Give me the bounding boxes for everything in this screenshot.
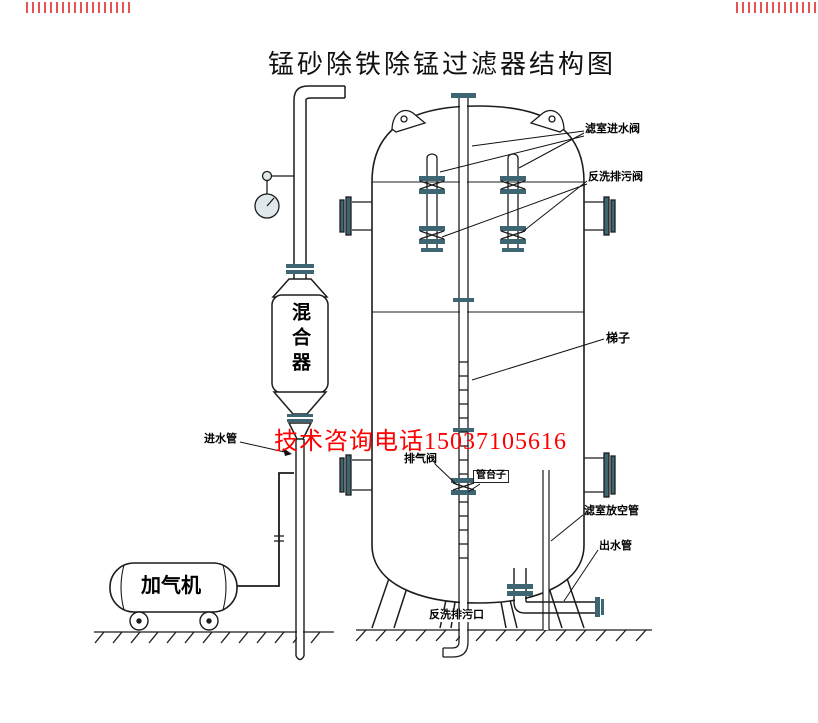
internal-valve-risers <box>419 153 526 252</box>
label-air-release-valve: 排气阀 <box>404 453 437 465</box>
label-mixer: 混合器 <box>288 302 310 377</box>
pressure-gauge <box>254 170 294 219</box>
chamber-vent-pipe <box>542 470 550 630</box>
label-air-injector: 加气机 <box>141 575 201 597</box>
label-inlet-pipe: 进水管 <box>204 433 237 445</box>
center-pipe-and-ladder <box>442 93 476 658</box>
left-riser-pipe <box>286 85 346 279</box>
aerator-wheels <box>129 611 219 631</box>
watermark-fragment-left <box>26 2 130 13</box>
label-ladder: 梯子 <box>606 331 631 345</box>
label-backwash-drain-valve: 反洗排污阀 <box>588 171 643 183</box>
diagram-title: 锰砂除铁除锰过滤器结构图 <box>268 50 617 79</box>
mixer-down-pipe <box>295 439 305 661</box>
watermark-phone-text: 技术咨询电话15037105616 <box>274 429 567 455</box>
label-backwash-drain-outlet: 反洗排污口 <box>427 609 486 622</box>
side-nozzles <box>339 196 616 498</box>
mixer-vessel <box>271 278 329 440</box>
label-outlet-pipe: 出水管 <box>599 540 632 552</box>
lifting-lugs <box>391 109 565 133</box>
ground-right <box>355 629 652 642</box>
label-chamber-vent-pipe: 滤室放空管 <box>584 505 639 517</box>
filter-vessel-shell <box>371 105 585 604</box>
label-filter-inlet-valve: 滤室进水阀 <box>585 123 640 135</box>
label-pipe-support: 管台子 <box>473 470 509 483</box>
outlet-pipe-assembly <box>507 568 604 617</box>
aerator-piping <box>237 472 294 587</box>
leader-lines <box>239 130 605 602</box>
watermark-fragment-right <box>736 2 816 13</box>
aerator-tank <box>109 562 238 613</box>
ground-left <box>94 631 334 644</box>
